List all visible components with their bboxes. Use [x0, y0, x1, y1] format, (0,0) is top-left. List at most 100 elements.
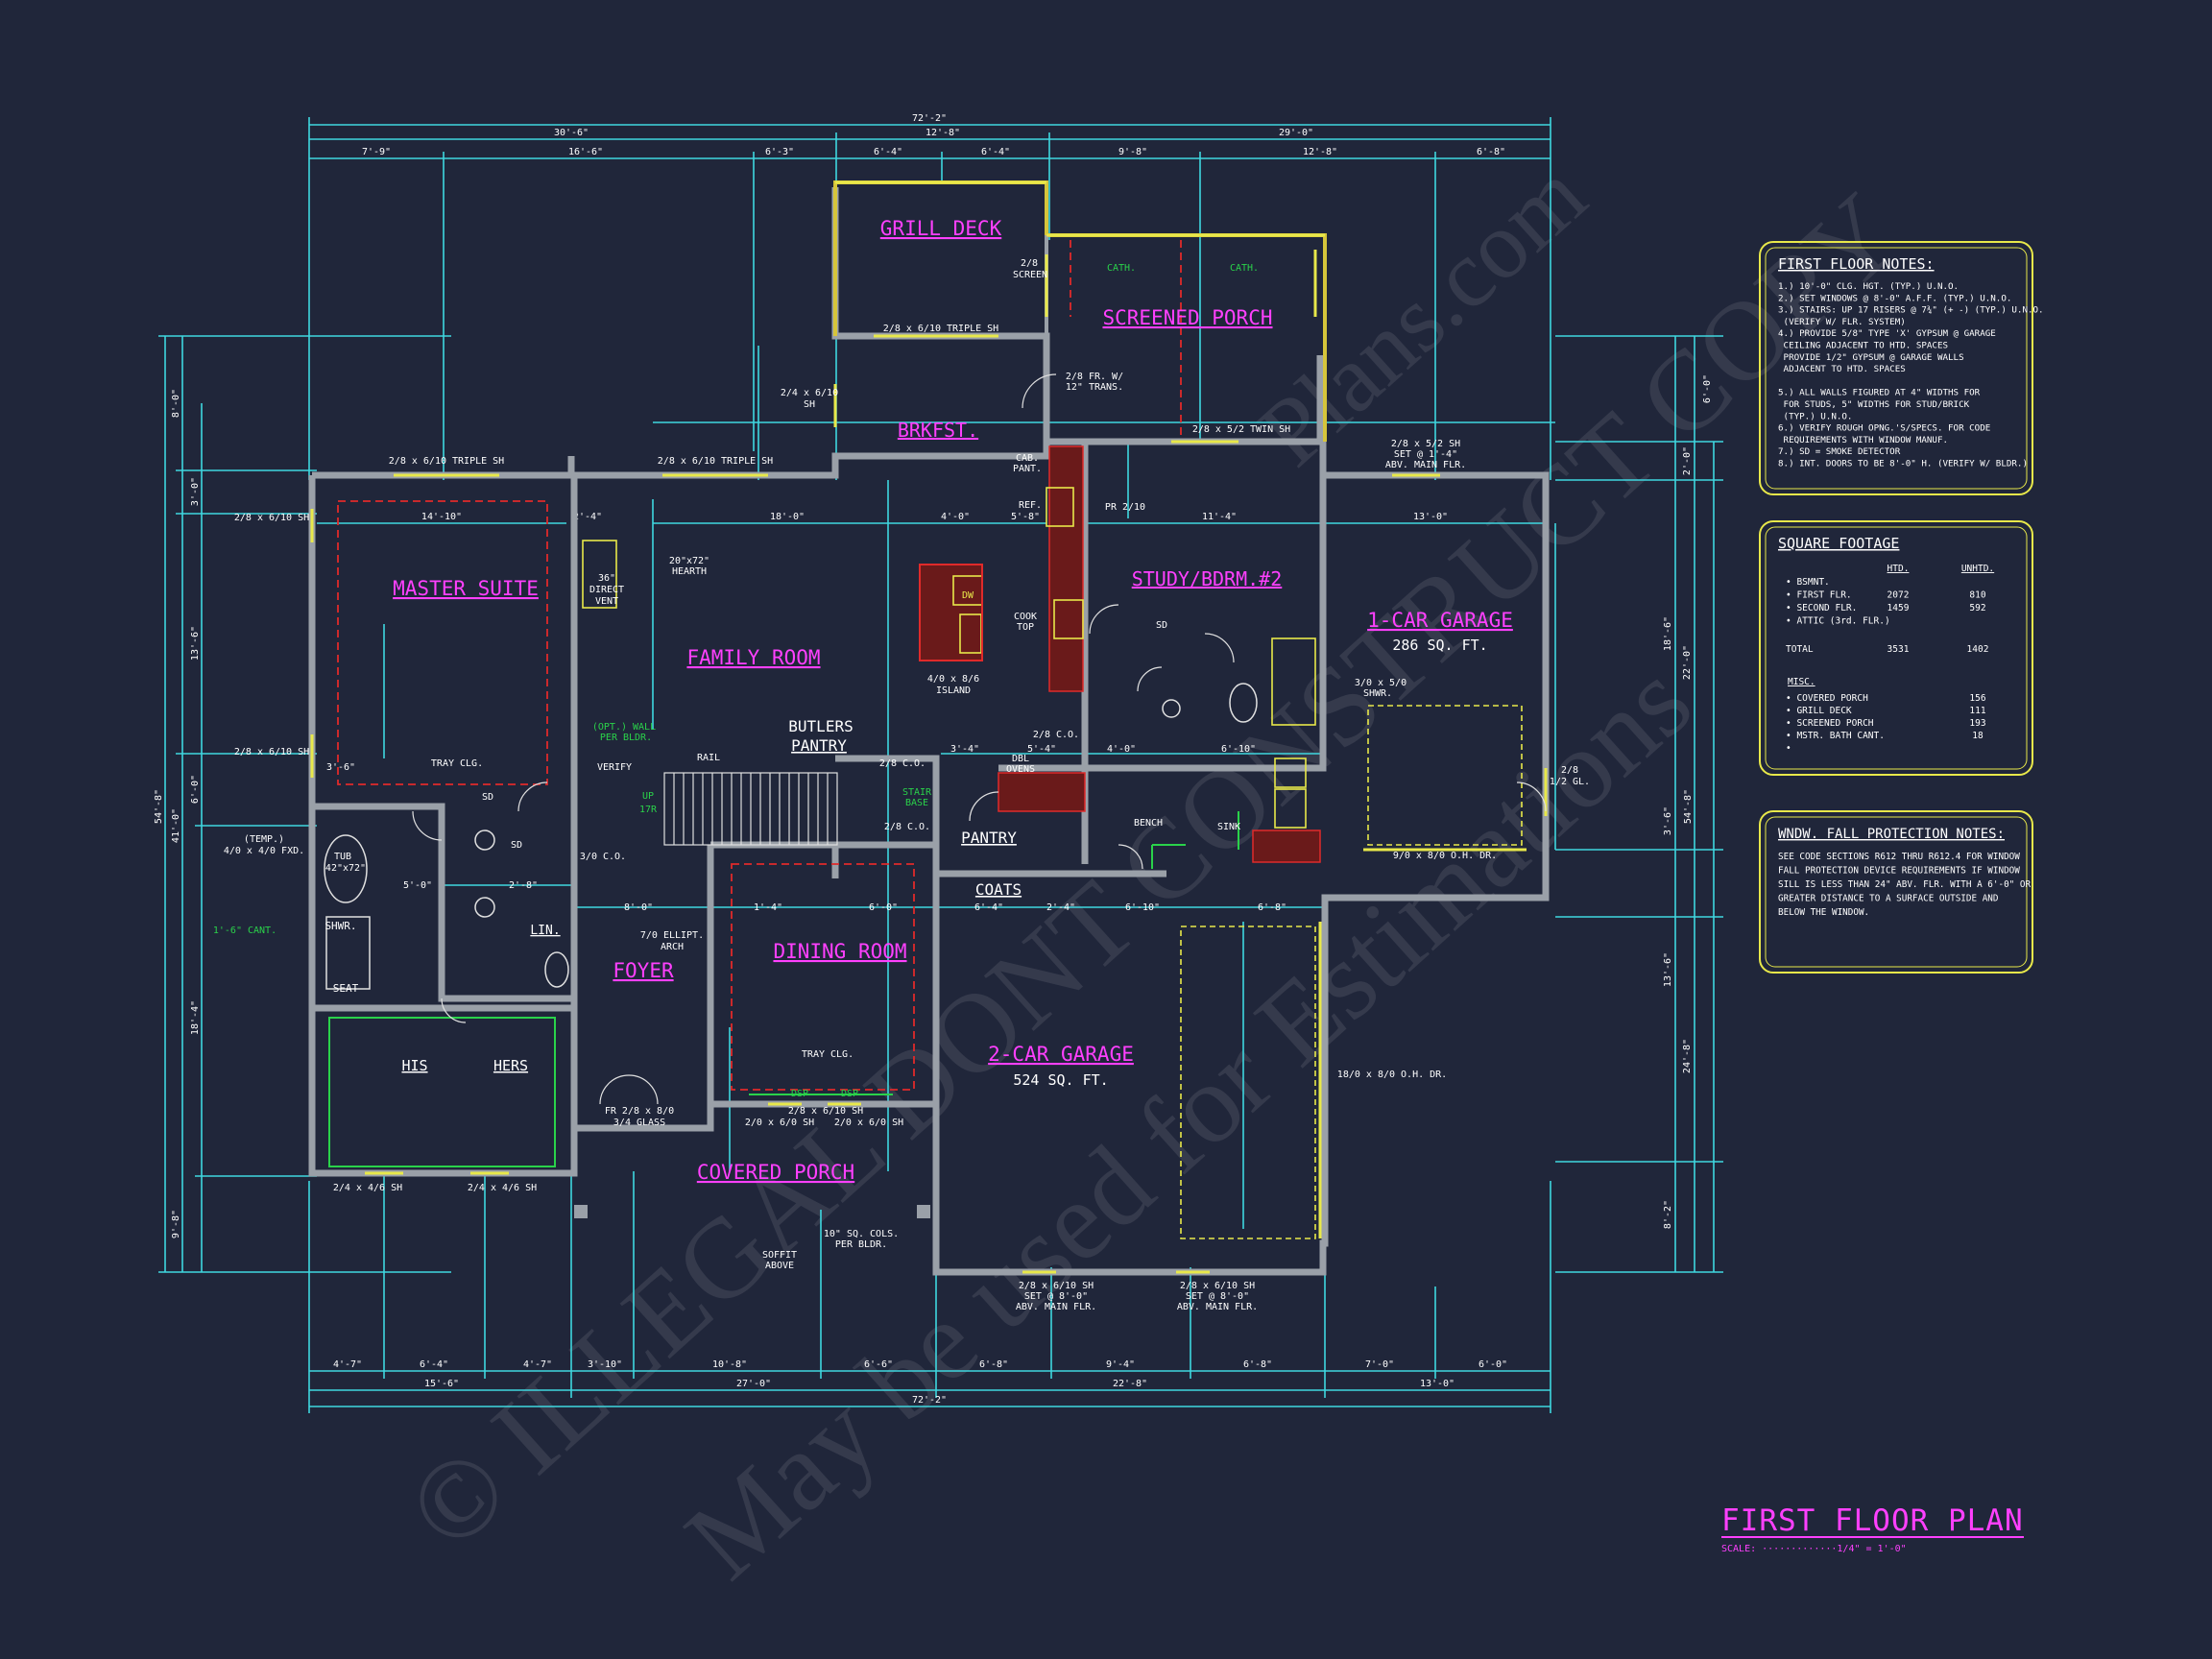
dim-int-6: 13'-0" [1413, 512, 1448, 522]
note-dsp-1: DSP [791, 1089, 808, 1099]
dim-right-7: 24'-8" [1682, 1039, 1693, 1073]
note-front-door-2: 3/4 GLASS [613, 1118, 665, 1128]
dim-int-20: 3'-6" [326, 762, 355, 773]
note-direct: 36" [598, 573, 615, 584]
square-footage-box: SQUARE FOOTAGE HTD. UNHTD. • BSMNT.• FIR… [1759, 520, 2033, 776]
first-floor-8 [1778, 375, 1784, 386]
note-shwr-door: 3/0 x 5/0 [1355, 678, 1407, 688]
note-half-gl-2: 1/2 GL. [1550, 777, 1590, 787]
dim-top-r2-3: 6'-3" [765, 147, 794, 157]
note-fr: 2/8 FR. W/ [1066, 372, 1123, 382]
dim-bot-r2-3: 22'-8" [1113, 1379, 1147, 1389]
dim-bot-6: 6'-6" [864, 1359, 893, 1370]
note-sh-left-1: 2/8 x 6/10 SH [234, 513, 309, 523]
note-twin-sh: 2/8 x 5/2 TWIN SH [1192, 424, 1290, 435]
note-up: UP [642, 791, 654, 802]
note-g-win-2b: SET @ 8'-0" [1186, 1291, 1249, 1302]
note-dbl-2: OVENS [1006, 764, 1035, 775]
dim-right-1: 6'-0" [1702, 374, 1713, 403]
first-floor-13: REQUIREMENTS WITH WINDOW MANUF. [1778, 435, 1948, 445]
first-floor-3: (VERIFY W/ FLR. SYSTEM) [1778, 317, 1906, 327]
dim-right-4: 22'-0" [1682, 645, 1693, 680]
note-tray-1: TRAY CLG. [431, 758, 483, 769]
note-opt-wall-2: PER BLDR. [600, 733, 652, 743]
garage-car-2 [1180, 926, 1316, 1239]
note-tub: TUB [334, 852, 351, 862]
note-hearth-2: HEARTH [672, 566, 707, 577]
dim-left-overall: 54'-8" [154, 789, 164, 824]
note-bench: BENCH [1134, 818, 1163, 829]
misc-row-1-value: 111 [1969, 706, 1985, 716]
dim-bot-11: 6'-0" [1479, 1359, 1507, 1370]
cooktop-icon [1053, 599, 1084, 639]
dim-bot-5: 10'-8" [712, 1359, 747, 1370]
note-co-2: 2/8 C.O. [1033, 730, 1079, 740]
first-floor-notes-title: FIRST FLOOR NOTES: [1778, 255, 1935, 273]
label-screened-porch: SCREENED PORCH [1102, 306, 1272, 329]
note-sh-left-2: 2/8 x 6/10 SH [234, 747, 309, 757]
fixtures [582, 487, 1523, 1239]
note-opt-wall: (OPT.) WALL [592, 722, 656, 733]
dim-left-4: 6'-0" [190, 775, 201, 804]
label-grill-deck: GRILL DECK [880, 217, 1002, 240]
dim-top-r2-2: 16'-6" [568, 147, 603, 157]
label-garage-2: 2-CAR GARAGE [988, 1043, 1134, 1066]
fall-protection-list: SEE CODE SECTIONS R612 THRU R612.4 FOR W… [1778, 852, 2031, 918]
note-sink: SINK [1217, 822, 1240, 832]
note-cath-2: CATH. [1230, 263, 1259, 274]
sqft-row-3-label: • ATTIC (3rd. FLR.) [1786, 616, 1890, 627]
misc-row-3-value: 18 [1972, 731, 1984, 741]
note-screen: 2/8 [1021, 258, 1038, 269]
sqft-row-2-unhtd: 592 [1969, 603, 1985, 613]
garage-car-1 [1367, 705, 1523, 846]
label-brkfst: BRKFST. [898, 419, 978, 442]
dim-int-19: 5'-0" [403, 880, 432, 891]
first-floor-1: 2.) SET WINDOWS @ 8'-0" A.F.F. (TYP.) U.… [1778, 293, 2011, 303]
dim-int-4: 5'-8" [1011, 512, 1040, 522]
fireplace [582, 540, 617, 609]
note-tray-2: TRAY CLG. [802, 1049, 854, 1060]
first-floor-12: 6.) VERIFY ROUGH OPNG.'S/SPECS. FOR CODE [1778, 423, 1990, 434]
note-island-2: ISLAND [936, 685, 971, 696]
note-garage-sh-2: SET @ 1'-4" [1394, 449, 1457, 460]
first-floor-notes-box: FIRST FLOOR NOTES: 1.) 10'-0" CLG. HGT. … [1759, 241, 2044, 495]
label-butlers-pantry: PANTRY [791, 736, 847, 755]
label-coats: COATS [975, 880, 1022, 899]
sqft-row-1-unhtd: 810 [1969, 590, 1985, 601]
dim-int-9: 5'-4" [1027, 744, 1056, 755]
first-floor-11: (TYP.) U.N.O. [1778, 411, 1852, 421]
label-pantry: PANTRY [961, 829, 1017, 847]
note-direct-3: VENT [595, 596, 618, 607]
label-study: STUDY/BDRM.#2 [1132, 567, 1283, 590]
fall-protection-4: BELOW THE WINDOW. [1778, 907, 1869, 918]
dim-int-16: 2'-4" [1046, 902, 1075, 913]
dim-bot-10: 7'-0" [1365, 1359, 1394, 1370]
note-g-win-1b: SET @ 8'-0" [1024, 1291, 1088, 1302]
note-cooktop: COOK [1014, 612, 1037, 622]
sqft-col-unhtd: UNHTD. [1961, 564, 1994, 574]
note-g-win-2: 2/8 x 6/10 SH [1180, 1281, 1255, 1291]
sqft-row-0-label: • BSMNT. [1786, 577, 1830, 588]
label-master-suite: MASTER SUITE [393, 577, 539, 600]
stairs [663, 772, 838, 846]
misc-row-0-label: • COVERED PORCH [1786, 693, 1868, 704]
toilet-icon-2 [1229, 683, 1258, 723]
note-co-4: 3/0 C.O. [580, 852, 626, 862]
dim-bot-2: 6'-4" [420, 1359, 448, 1370]
windows [310, 180, 1548, 1274]
dim-bot-r2-1: 15'-6" [424, 1379, 459, 1389]
dim-top-r2-4: 6'-4" [874, 147, 902, 157]
dim-bot-8: 9'-4" [1106, 1359, 1135, 1370]
dim-bot-9: 6'-8" [1243, 1359, 1272, 1370]
room-labels: GRILL DECK SCREENED PORCH BRKFST. MASTER… [393, 217, 1513, 1184]
dimension-lines [158, 117, 1723, 1413]
note-hw-1: 2/4 x 4/6 SH [333, 1183, 402, 1193]
dim-int-11: 6'-10" [1221, 744, 1256, 755]
room-labels-white: 286 SQ. FT. 524 SQ. FT. BUTLERS PANTRY P… [325, 637, 1487, 1089]
first-floor-5: CEILING ADJACENT TO HTD. SPACES [1778, 341, 1948, 351]
drawing-title: FIRST FLOOR PLAN [1721, 1503, 2024, 1538]
dim-left-1: 8'-0" [171, 389, 181, 418]
label-butlers: BUTLERS [788, 717, 853, 735]
